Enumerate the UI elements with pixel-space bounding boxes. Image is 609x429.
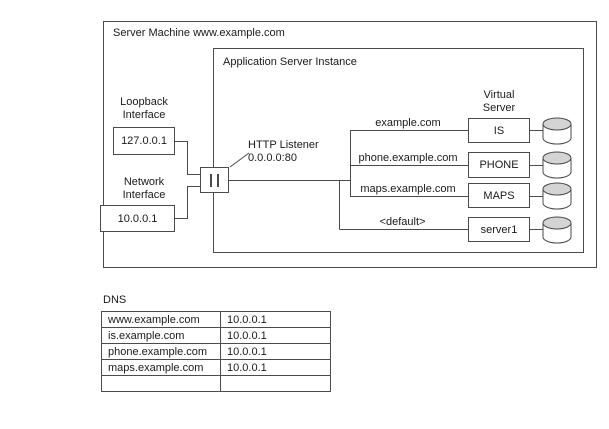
dns-table-row: maps.example.com 10.0.0.1 — [101, 359, 331, 376]
route-host-default: <default> — [379, 216, 426, 228]
route-host-example: example.com — [375, 117, 441, 129]
virtual-server-box-is: IS — [468, 118, 530, 143]
dns-ip-cell — [220, 375, 331, 392]
dns-table: www.example.com 10.0.0.1 is.example.com … — [101, 311, 331, 392]
dns-host-cell: www.example.com — [101, 311, 221, 328]
virtual-server-box-default: server1 — [468, 217, 530, 242]
loopback-address-box: 127.0.0.1 — [113, 127, 175, 155]
listener-callout-line — [229, 152, 250, 168]
dns-table-row: www.example.com 10.0.0.1 — [101, 311, 331, 328]
loopback-address: 127.0.0.1 — [121, 135, 167, 147]
dns-host-cell: is.example.com — [101, 327, 221, 344]
http-listener-address: 0.0.0.0:80 — [248, 152, 297, 164]
dns-ip-cell: 10.0.0.1 — [220, 359, 331, 376]
connector-loopback-to-listener — [175, 141, 200, 175]
dns-table-row: is.example.com 10.0.0.1 — [101, 327, 331, 344]
http-listener-title: HTTP Listener — [248, 139, 319, 151]
virtual-server-name-maps: MAPS — [483, 189, 515, 202]
network-label-line2: Interface — [122, 189, 166, 201]
network-interface-label: Network Interface — [113, 176, 175, 202]
virtual-server-box-phone: PHONE — [468, 152, 530, 178]
dns-ip-cell: 10.0.0.1 — [220, 343, 331, 360]
database-cylinder-icon — [542, 216, 572, 244]
virtual-server-name-phone: PHONE — [479, 159, 519, 171]
loopback-label-line2: Interface — [122, 109, 166, 121]
database-cylinder-icon — [542, 117, 572, 145]
virtual-server-name-is: IS — [493, 124, 505, 137]
app-server-instance-box — [213, 48, 584, 253]
dns-host-cell: maps.example.com — [101, 359, 221, 376]
dns-table-row: phone.example.com 10.0.0.1 — [101, 343, 331, 360]
connector-network-to-listener — [175, 186, 200, 219]
dns-host-cell — [101, 375, 221, 392]
http-listener-label: HTTP Listener 0.0.0.0:80 — [248, 139, 319, 165]
network-label-line1: Network — [123, 176, 165, 188]
app-server-instance-title: Application Server Instance — [223, 56, 357, 68]
virtual-server-name-default: server1 — [480, 223, 518, 236]
database-cylinder-icon — [542, 182, 572, 210]
network-address-box: 10.0.0.1 — [100, 205, 175, 232]
server-machine-title: Server Machine www.example.com — [113, 27, 285, 39]
route-host-maps: maps.example.com — [360, 183, 456, 195]
dns-ip-cell: 10.0.0.1 — [220, 327, 331, 344]
dns-ip-cell: 10.0.0.1 — [220, 311, 331, 328]
loopback-label-line1: Loopback — [120, 96, 168, 108]
dns-title: DNS — [103, 294, 127, 306]
virtual-server-heading-line1: Virtual — [483, 89, 515, 101]
network-address: 10.0.0.1 — [117, 212, 158, 225]
virtual-server-box-maps: MAPS — [468, 183, 530, 208]
route-host-phone: phone.example.com — [358, 152, 458, 164]
virtual-server-heading: Virtual Server — [468, 89, 530, 115]
server-machine-box — [103, 21, 597, 268]
dns-host-cell: phone.example.com — [101, 343, 221, 360]
virtual-server-heading-line2: Server — [482, 102, 516, 114]
http-listener-box — [200, 167, 229, 193]
loopback-interface-label: Loopback Interface — [113, 96, 175, 122]
dns-table-row-empty — [101, 375, 331, 392]
database-cylinder-icon — [542, 151, 572, 179]
